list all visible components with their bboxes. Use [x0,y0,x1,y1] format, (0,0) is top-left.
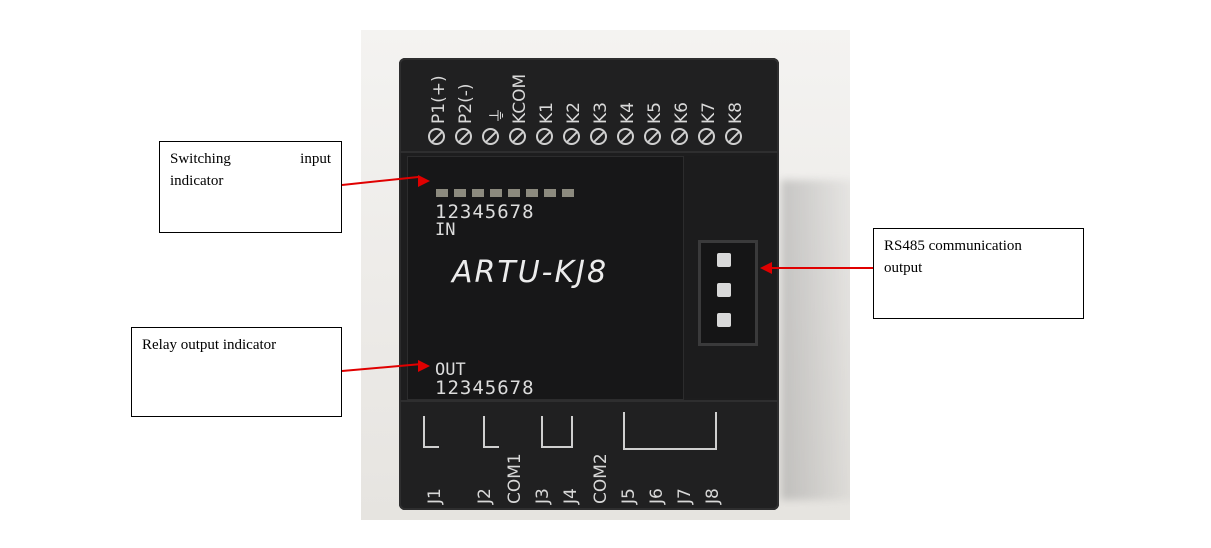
output-led-numbers: 12345678 [435,377,535,399]
bottom-terminal-label: J7 [675,488,695,504]
relay-symbol [423,416,439,448]
bottom-terminal-label: J8 [703,488,723,504]
bottom-terminal-label: J4 [561,488,581,504]
top-terminal-label: P2(-) [456,83,476,124]
relay-symbol [541,416,573,448]
input-led [490,189,502,197]
top-terminal: K8 [720,64,747,150]
switching-input-line1: Switching input [170,148,331,170]
terminal-screw-icon [671,128,688,145]
terminal-screw-icon [428,128,445,145]
relay-symbol [623,412,717,450]
terminal-screw-icon [563,128,580,145]
input-led-numbers: 12345678 [435,201,535,223]
top-terminal: K1 [531,64,558,150]
input-led-row [436,189,574,197]
photo-shadow [781,180,850,500]
top-terminal-label: K8 [726,102,746,124]
front-panel: 12345678 IN ARTU-KJ8 OUT 12345678 [407,156,684,400]
input-led [544,189,556,197]
bottom-terminal-label: COM2 [591,453,611,504]
top-terminal: K2 [558,64,585,150]
relay-output-arrowhead [418,360,430,372]
input-led [562,189,574,197]
top-terminal-label: K6 [672,102,692,124]
terminal-screw-icon [482,128,499,145]
top-terminal-block: P1(+) P2(-)⏚KCOM K1 K2 K3 K4 K5 K6 K7 K8 [399,58,779,153]
top-terminal-label: K3 [591,102,611,124]
model-label: ARTU-KJ8 [452,255,609,290]
bottom-terminal-label: J5 [619,488,639,504]
terminal-screw-icon [536,128,553,145]
rs485-arrowhead [760,262,772,274]
bottom-terminal-label: J1 [425,488,445,504]
switching-input-line2: indicator [170,173,224,189]
connector-pin [717,253,731,267]
switching-input-arrowhead [418,175,430,187]
terminal-screw-icon [725,128,742,145]
terminal-screw-icon [455,128,472,145]
top-terminal-label: K2 [564,102,584,124]
top-terminal-label: K1 [537,102,557,124]
terminal-screw-icon [590,128,607,145]
top-terminal-label: K7 [699,102,719,124]
terminal-screw-icon [509,128,526,145]
relay-output-text: Relay output indicator [142,337,277,353]
top-terminal: K5 [639,64,666,150]
top-terminal: P1(+) [423,64,450,150]
bottom-terminal-label: J6 [647,488,667,504]
terminal-screw-icon [698,128,715,145]
terminal-screw-icon [617,128,634,145]
switching-input-annotation: Switching input indicator [159,141,342,233]
switching-input-word1: Switching [170,151,231,167]
top-terminal-row: P1(+) P2(-)⏚KCOM K1 K2 K3 K4 K5 K6 K7 K8 [423,64,747,150]
top-terminal-label: P1(+) [429,75,449,124]
relay-output-annotation: Relay output indicator [131,327,342,417]
input-led [508,189,520,197]
input-led [472,189,484,197]
input-led [454,189,466,197]
relay-symbol [483,416,499,448]
top-terminal: ⏚ [477,64,508,150]
rs485-line1: RS485 communication [884,238,1022,254]
top-terminal: K3 [585,64,612,150]
switching-input-word2: input [300,151,331,167]
input-led [526,189,538,197]
connector-area [684,156,776,398]
top-terminal: KCOM [504,64,531,150]
top-terminal-label: KCOM [510,73,530,124]
device-photo: P1(+) P2(-)⏚KCOM K1 K2 K3 K4 K5 K6 K7 K8 12345678… [361,30,850,520]
top-terminal: K6 [666,64,693,150]
terminal-screw-icon [644,128,661,145]
connector-pin [717,313,731,327]
rs485-connector [698,240,758,346]
rs485-line2: output [884,260,923,276]
bottom-terminal-label: J3 [533,488,553,504]
artu-kj8-device: P1(+) P2(-)⏚KCOM K1 K2 K3 K4 K5 K6 K7 K8 12345678… [399,58,779,510]
bottom-terminal-label: J2 [475,488,495,504]
rs485-arrow [770,267,873,269]
input-led [436,189,448,197]
top-terminal: K7 [693,64,720,150]
bottom-terminal-label: COM1 [505,453,525,504]
connector-pin [717,283,731,297]
top-terminal-label: K5 [645,102,665,124]
top-terminal-label: K4 [618,102,638,124]
input-label: IN [435,220,456,240]
top-terminal: K4 [612,64,639,150]
output-label: OUT [435,360,466,380]
rs485-annotation: RS485 communication output [873,228,1084,319]
top-terminal: P2(-) [450,64,477,150]
